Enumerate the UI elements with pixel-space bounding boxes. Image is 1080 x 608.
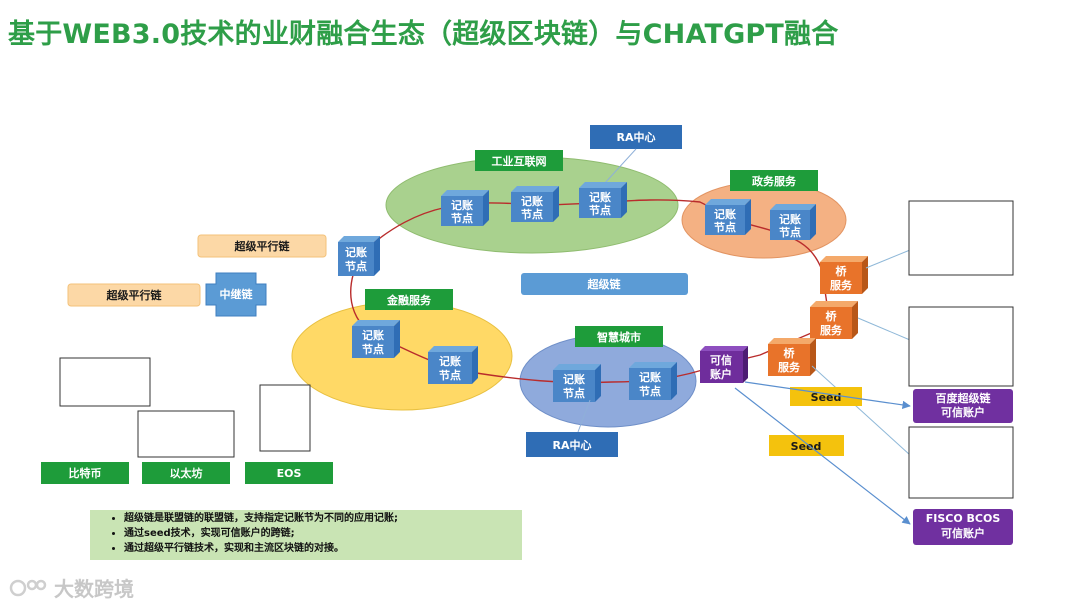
svg-text:服务: 服务: [778, 360, 801, 374]
svg-text:记账: 记账: [563, 372, 585, 386]
page-title: 基于WEB3.0技术的业财融合生态（超级区块链）与CHATGPT融合: [8, 19, 839, 50]
svg-text:记账: 记账: [714, 207, 736, 221]
bridge3-link: [811, 365, 911, 456]
svg-text:以太坊: 以太坊: [170, 466, 203, 480]
left-box-3: [259, 384, 311, 452]
svg-text:记账: 记账: [439, 354, 461, 368]
watermark-text: 大数跨境: [54, 577, 134, 601]
svg-text:记账: 记账: [779, 212, 801, 226]
svg-text:节点: 节点: [362, 342, 384, 356]
svg-text:可信: 可信: [710, 353, 732, 367]
ledger-node-city-2[interactable]: 记账 节点: [629, 362, 677, 400]
svg-text:节点: 节点: [439, 368, 461, 382]
left-box-2: [137, 410, 235, 458]
svg-text:超级平行链: 超级平行链: [234, 239, 291, 253]
note-item: 通过超级平行链技术，实现和主流区块链的对接。: [124, 541, 522, 556]
svg-text:服务: 服务: [820, 323, 843, 337]
svg-text:RA中心: RA中心: [553, 438, 592, 452]
svg-text:节点: 节点: [639, 384, 661, 398]
svg-text:超级平行链: 超级平行链: [106, 288, 163, 302]
notes-panel: 超级链是联盟链的联盟链，支持指定记账节为不同的应用记账; 通过seed技术，实现…: [90, 510, 522, 560]
super-chain-label[interactable]: 超级链: [521, 273, 688, 295]
bitcoin-label[interactable]: 比特币: [41, 462, 129, 484]
external-box-3: [908, 426, 1014, 499]
ra-top-link: [603, 148, 637, 185]
industrial-internet-label[interactable]: 工业互联网: [475, 150, 563, 171]
svg-text:桥: 桥: [836, 264, 848, 278]
trusted-to-baidu-arrow: [744, 381, 911, 410]
ledger-node-lone[interactable]: 记账 节点: [338, 236, 380, 276]
svg-text:比特币: 比特币: [69, 466, 102, 480]
bridge-service-1[interactable]: 桥 服务: [820, 256, 868, 294]
eos-label[interactable]: EOS: [245, 462, 333, 484]
svg-text:金融服务: 金融服务: [386, 293, 432, 307]
ledger-node-industrial-1[interactable]: 记账 节点: [441, 190, 489, 226]
ledger-node-gov-2[interactable]: 记账 节点: [770, 204, 816, 240]
svg-text:账户: 账户: [710, 367, 732, 381]
svg-text:节点: 节点: [451, 211, 473, 225]
svg-text:服务: 服务: [830, 278, 853, 292]
finance-services-zone: [291, 301, 513, 411]
svg-text:政务服务: 政务服务: [752, 174, 797, 188]
svg-text:FISCO BCOS: FISCO BCOS: [926, 512, 1001, 525]
trusted-account-node[interactable]: 可信 账户: [700, 346, 748, 383]
svg-text:记账: 记账: [362, 328, 384, 342]
svg-text:RA中心: RA中心: [617, 130, 656, 144]
bridge-service-3[interactable]: 桥 服务: [768, 338, 816, 376]
svg-text:中继链: 中继链: [220, 287, 254, 301]
svg-text:桥: 桥: [826, 309, 838, 323]
svg-text:节点: 节点: [521, 207, 543, 221]
ledger-node-gov-1[interactable]: 记账 节点: [705, 199, 751, 235]
external-box-2: [908, 306, 1014, 387]
svg-text:工业互联网: 工业互联网: [492, 154, 547, 168]
parallel-chain-2[interactable]: 超级平行链: [67, 283, 201, 307]
baidu-trusted-account[interactable]: 百度超级链 可信账户: [913, 389, 1013, 423]
ethereum-label[interactable]: 以太坊: [142, 462, 230, 484]
left-box-1: [59, 357, 151, 407]
gov-services-label[interactable]: 政务服务: [730, 170, 818, 191]
bridge-service-2[interactable]: 桥 服务: [810, 301, 858, 339]
ra-center-bottom[interactable]: RA中心: [526, 432, 618, 457]
svg-text:节点: 节点: [714, 220, 736, 234]
svg-text:百度超级链: 百度超级链: [936, 391, 992, 405]
relay-chain[interactable]: 中继链: [205, 272, 267, 317]
watermark: 大数跨境: [8, 573, 134, 602]
svg-text:节点: 节点: [345, 259, 367, 273]
trusted-to-fisco-arrow: [734, 387, 911, 525]
parallel-chain-1[interactable]: 超级平行链: [197, 234, 327, 258]
ledger-node-industrial-2[interactable]: 记账 节点: [511, 186, 559, 222]
svg-text:EOS: EOS: [277, 467, 302, 480]
watermark-logo-icon: [9, 579, 47, 596]
external-box-1: [908, 200, 1014, 276]
finance-services-label[interactable]: 金融服务: [365, 289, 453, 310]
svg-text:节点: 节点: [563, 386, 585, 400]
svg-text:记账: 记账: [451, 198, 473, 212]
ledger-node-city-1[interactable]: 记账 节点: [553, 364, 601, 402]
svg-text:超级链: 超级链: [587, 277, 622, 291]
ra-bottom-link: [577, 399, 591, 433]
note-item: 超级链是联盟链的联盟链，支持指定记账节为不同的应用记账;: [124, 511, 522, 526]
svg-text:记账: 记账: [639, 370, 661, 384]
bridge2-link: [857, 317, 911, 341]
svg-text:可信账户: 可信账户: [941, 405, 985, 419]
smart-city-label[interactable]: 智慧城市: [575, 326, 663, 347]
ra-center-top[interactable]: RA中心: [590, 125, 682, 149]
svg-text:Seed: Seed: [811, 391, 842, 404]
ledger-node-finance-2[interactable]: 记账 节点: [428, 346, 478, 384]
svg-text:智慧城市: 智慧城市: [597, 330, 641, 344]
seed-label-2[interactable]: Seed: [769, 435, 844, 456]
svg-text:节点: 节点: [589, 203, 611, 217]
bridge1-link: [865, 249, 911, 269]
svg-text:记账: 记账: [521, 194, 543, 208]
note-item: 通过seed技术，实现可信账户的跨链;: [124, 526, 522, 541]
svg-text:可信账户: 可信账户: [941, 526, 985, 540]
svg-text:记账: 记账: [589, 190, 611, 204]
svg-text:节点: 节点: [779, 225, 801, 239]
fisco-trusted-account[interactable]: FISCO BCOS 可信账户: [913, 509, 1013, 545]
ledger-node-finance-1[interactable]: 记账 节点: [352, 320, 400, 358]
svg-text:记账: 记账: [345, 245, 367, 259]
svg-text:桥: 桥: [784, 346, 796, 360]
ledger-node-industrial-3[interactable]: 记账 节点: [579, 182, 627, 218]
